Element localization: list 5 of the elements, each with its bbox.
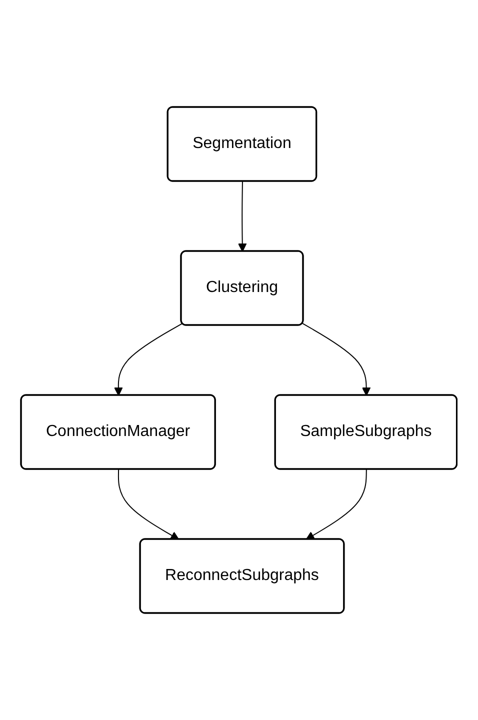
arrow bbox=[238, 181, 247, 252]
arrow bbox=[118, 469, 180, 540]
arrow bbox=[302, 322, 371, 396]
arrow bbox=[306, 469, 368, 540]
arrow bbox=[114, 322, 184, 396]
